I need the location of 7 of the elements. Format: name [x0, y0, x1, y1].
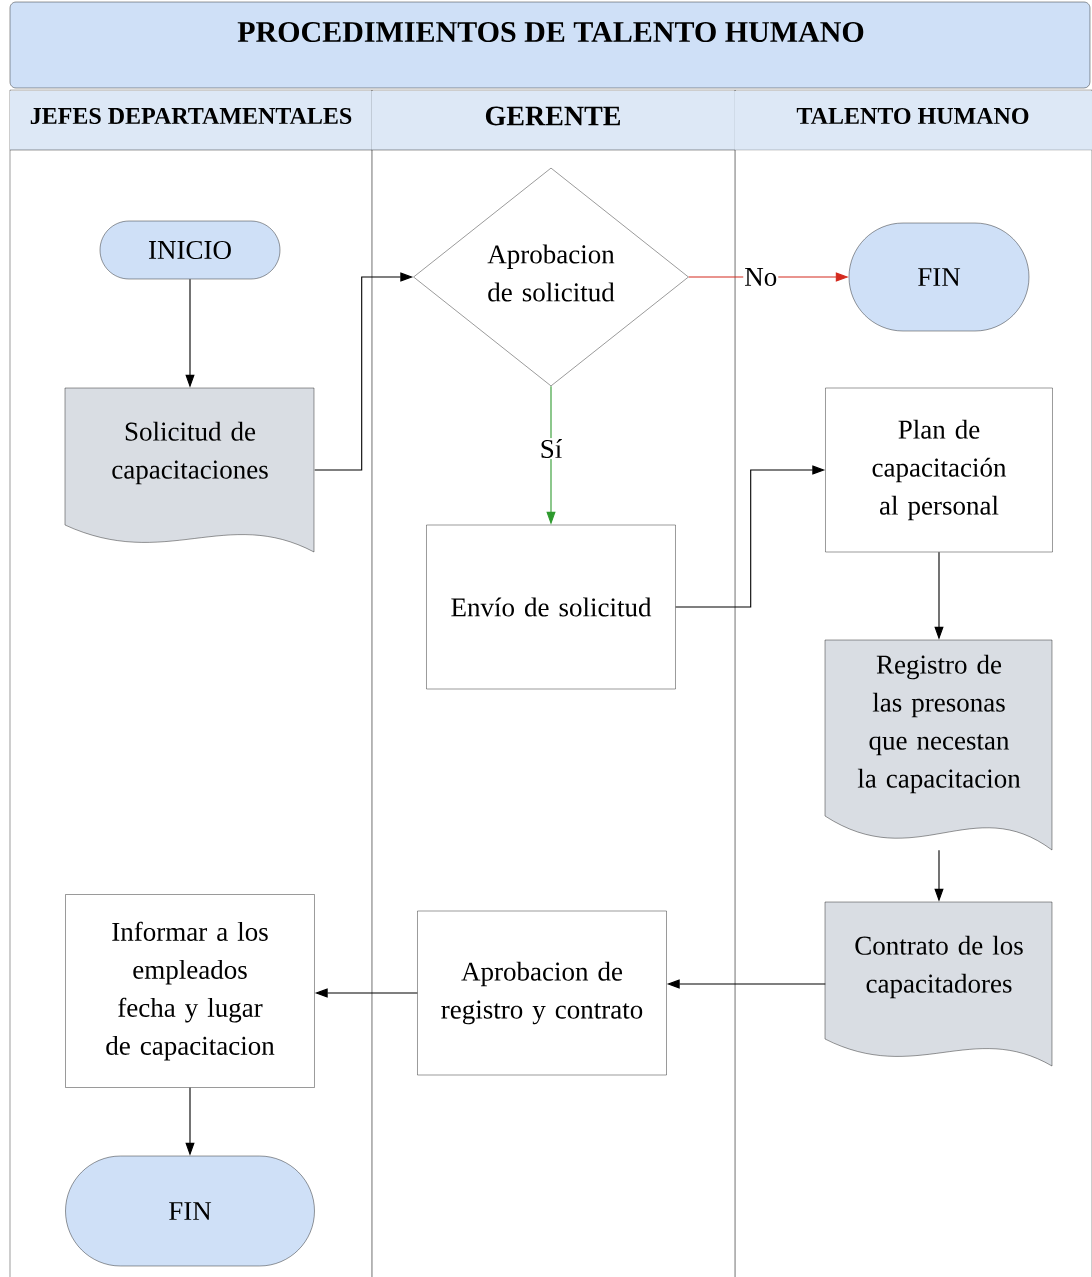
title-band: PROCEDIMIENTOS DE TALENTO HUMANO [9, 1, 1091, 89]
process-box: Informar a los empleados fecha y lugar de capacitacion [65, 894, 315, 1088]
process-box: Envío de solicitud [426, 524, 676, 690]
edge-label: Sí [541, 439, 562, 459]
process-box: Aprobacion de registro y contrato [417, 910, 667, 1076]
edge-label: No [745, 268, 777, 286]
process-box: Plan de capacitación al personal [825, 387, 1053, 553]
